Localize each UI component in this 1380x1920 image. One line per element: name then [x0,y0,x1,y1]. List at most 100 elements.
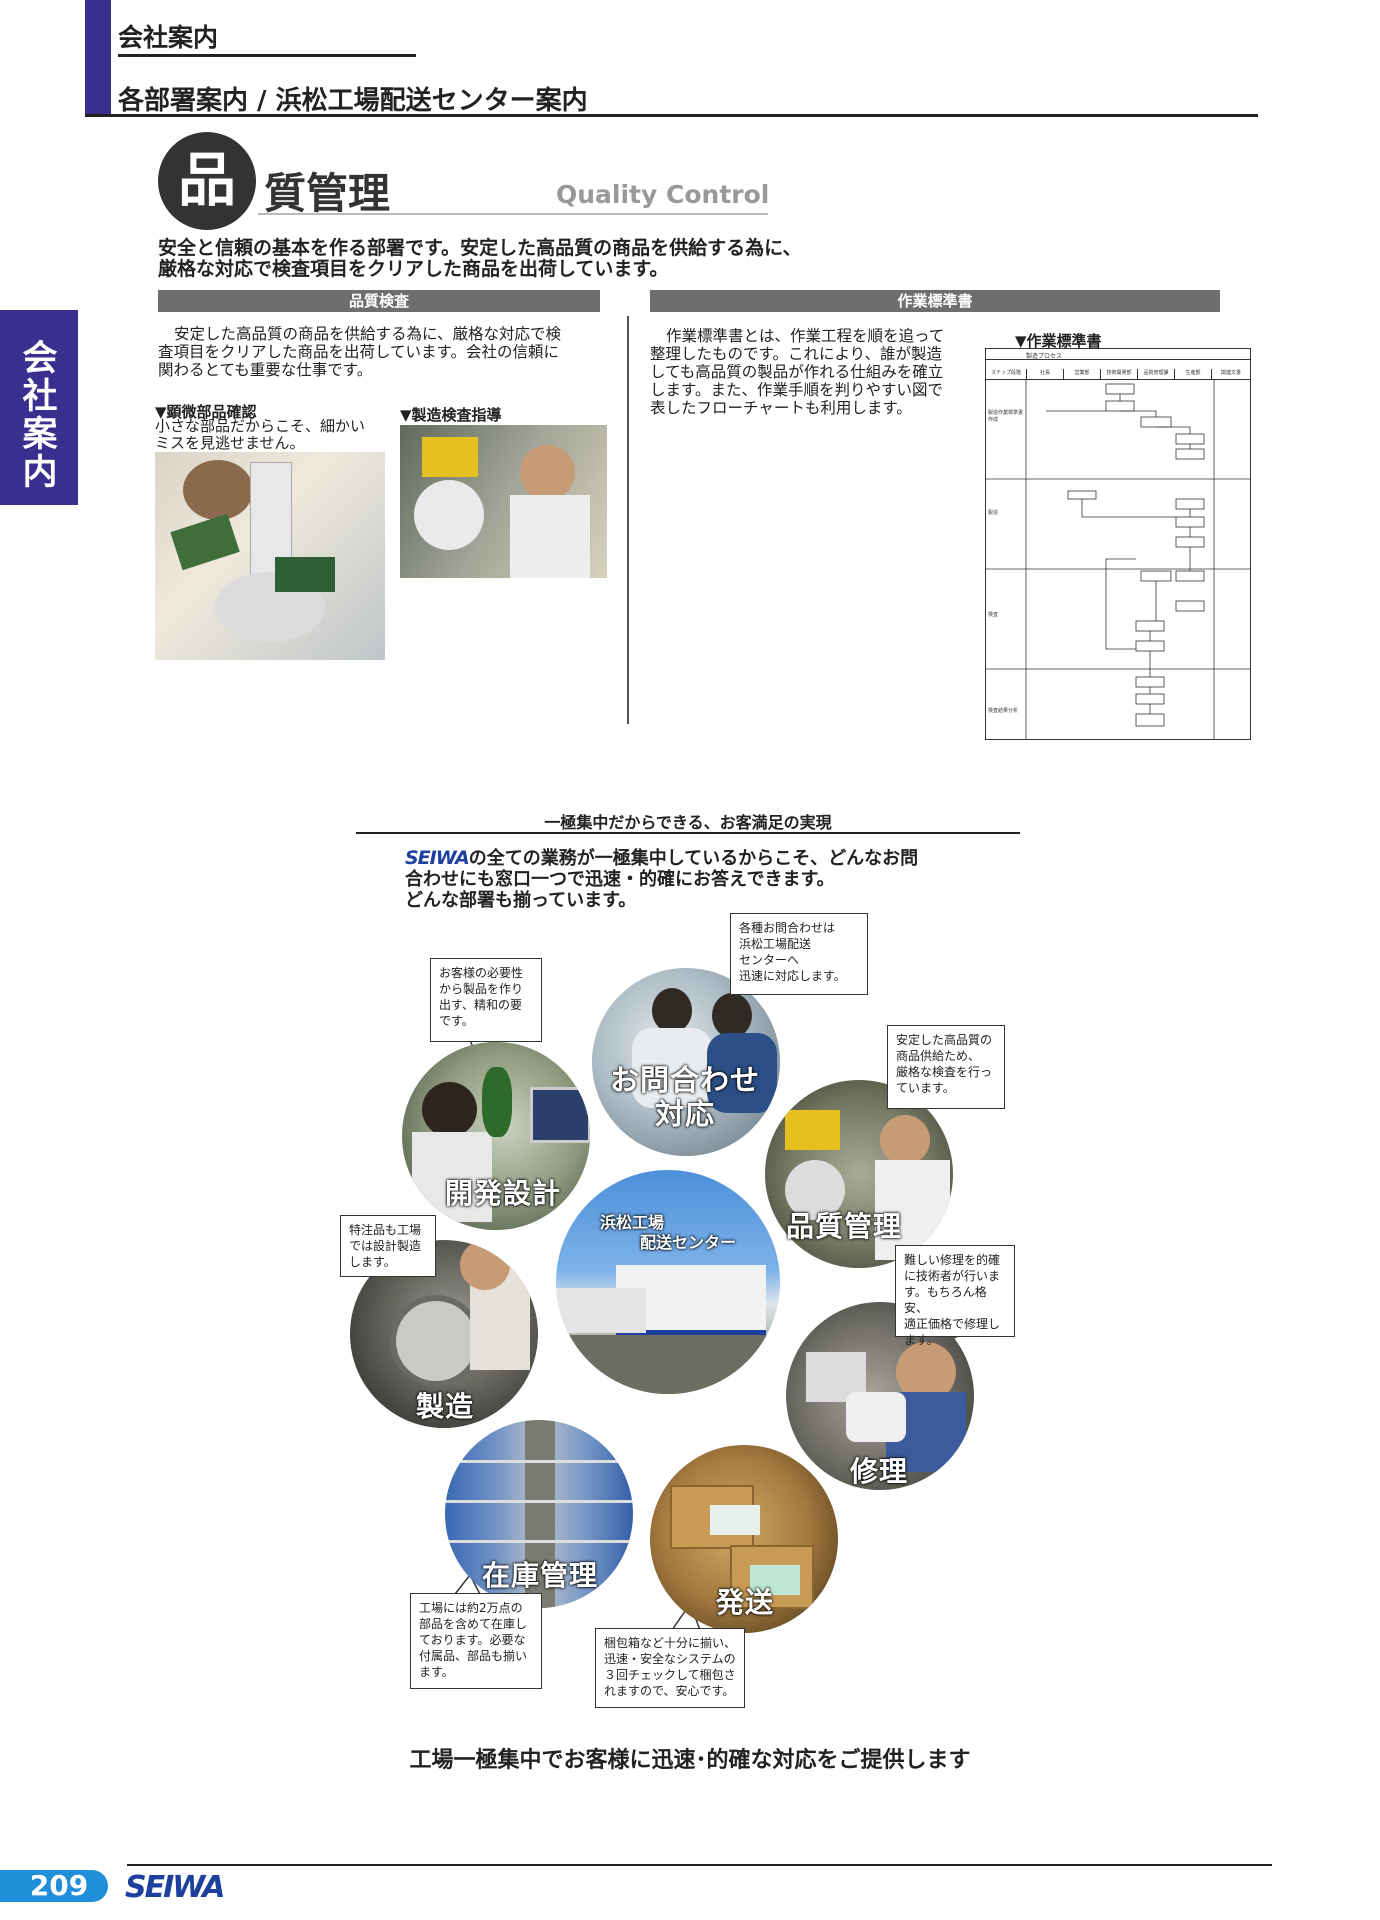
title-glyph: 品 [177,146,236,214]
work-standard-text: 作業標準書とは、作業工程を順を追って 整理したものです。これにより、誰が製造 し… [650,328,980,418]
callout-repair: 難しい修理を的確 に技術者が行いま す。もちろん格安、 適正価格で修理し ます。 [895,1245,1015,1347]
flowchart-row-label: 検査結果分析 [988,708,1019,714]
circle-manufacturing-label: 製造 [416,1390,475,1423]
inspection-text: 安定した高品質の商品を供給する為に、厳格な対応で検 査項目をクリアした商品を出荷… [158,326,600,380]
callout-line: します。 [349,1255,396,1269]
title-underline [258,213,768,215]
callout-line: 厳格な検査を行っ [896,1065,993,1079]
circle-quality-label: 品質管理 [786,1210,903,1243]
callout-line: 梱包箱など十分に揃い、 [604,1636,737,1650]
circle-inventory-label: 在庫管理 [482,1559,599,1592]
callout-line: 迅速に対応します。 [739,969,846,983]
circle-dev-label: 開発設計 [445,1177,562,1210]
callout-line: 各種お問合わせは [739,921,836,935]
callout-line: 付属品、部品も揃い [419,1649,528,1663]
callout-dev: お客様の必要性 から製品を作り 出す、精和の要 です。 [430,958,542,1042]
callout-line: お客様の必要性 [439,966,524,980]
center-hq-label: 浜松工場 配送センター [600,1213,736,1253]
oneplace-text: SEIWAの全ての業務が一極集中しているからこそ、どんなお問 合わせにも窓口一つ… [405,848,918,911]
inspection-text-line: 査項目をクリアした商品を出荷しています。会社の信頼に [158,344,559,361]
flowchart-col: 関連文書 [1220,370,1241,376]
circle-dev [402,1042,590,1230]
center-hq-label-line: 配送センター [640,1233,737,1252]
circle-inquiry-label: お問合わせ 対応 [610,1063,760,1131]
work-standard-text-line: 作業標準書とは、作業工程を順を追って [666,328,945,345]
circle-center-hq [556,1170,780,1394]
photo1-desc-line: 小さな部品だからこそ、細かい [155,417,366,435]
callout-line: ております。必要な [419,1633,526,1647]
header-rule [85,114,1258,117]
callout-line: れますので、安心です。 [604,1684,735,1698]
callout-line: センターへ [739,953,800,967]
callout-line: 安定した高品質の [896,1033,993,1047]
flowchart-col: 技術開発部 [1101,369,1138,379]
callout-line: ます。 [419,1665,454,1679]
flowchart-col: 品質管理課 [1138,369,1175,379]
flowchart-col: ステップ段階 [986,369,1027,379]
circle-quality [765,1080,953,1268]
work-standard-text-line: 整理したものです。これにより、誰が製造 [650,346,943,363]
photo1-desc-line: ミスを見逃せません。 [155,434,305,452]
oneplace-text-line: どんな部署も揃っています。 [405,890,637,910]
callout-line: ています。 [896,1081,955,1095]
title-rest: 質管理 [264,169,391,218]
photo2-caption: ▼製造検査指導 [400,406,502,424]
callout-line: ３回チェックして梱包さ [604,1668,736,1682]
callout-line: では設計製造 [349,1239,422,1253]
side-tab-label: 会社案内 [22,339,58,493]
flowchart-col: 営業部 [1064,369,1101,379]
footer-brand-logo: SEIWA [125,1870,226,1905]
flowchart-col: 社長 [1027,369,1064,379]
oneplace-tagline: 工場一極集中でお客様に迅速･的確な対応をご提供します [409,1748,971,1773]
flowchart-lines [986,379,1250,739]
callout-line: 部品を含めて在庫し [419,1617,528,1631]
callout-inquiry: 各種お問合わせは 浜松工場配送 センターへ 迅速に対応します。 [730,913,868,995]
section-underline [118,54,416,57]
inspection-text-line: 関わるとても重要な仕事です。 [158,362,373,379]
circle-inquiry-label-line: 対応 [654,1097,715,1131]
callout-line: ます。 [904,1333,939,1347]
work-standard-text-line: 表したフローチャートも利用します。 [650,400,912,417]
callout-line: から製品を作り [439,982,524,996]
callout-line: す。もちろん格安、 [904,1285,987,1315]
work-standard-text-line: します。また、作業手順を判りやすい図で [650,382,943,399]
page-number: 209 [29,1869,89,1902]
flowchart-header: 製造プロセス [1026,353,1063,360]
title-english: Quality Control [556,180,770,209]
callout-line: 特注品も工場 [349,1223,422,1237]
photo1-caption: ▼顕微部品確認 [155,403,257,421]
callout-line: 適正価格で修理し [904,1317,1001,1331]
work-standard-text-line: しても高品質の製品が作れる仕組みを確立 [650,364,944,381]
callout-manufacturing: 特注品も工場 では設計製造 します。 [340,1215,436,1277]
side-tab [0,310,78,505]
oneplace-heading-rule [356,832,1020,834]
circle-shipping [650,1445,838,1633]
circle-inventory [445,1420,633,1608]
flowchart-row-label: 製造作業標準書 作成 [988,410,1024,423]
center-hq-label-line: 浜松工場 [600,1213,665,1232]
quality-intro-line: 安全と信頼の基本を作る部署です。安定した高品質の商品を供給する為に、 [158,238,802,259]
callout-line: 迅速・安全なシステムの [604,1652,736,1666]
callout-line: に技術者が行いま [904,1269,1001,1283]
quality-intro-line: 厳格な対応で検査項目をクリアした商品を出荷しています。 [158,259,669,280]
photo1-desc: 小さな部品だからこそ、細かい ミスを見逃せません。 [155,418,365,452]
section-bar-inspection: 品質検査 [158,290,600,312]
flowchart-row-label: 検査 [988,612,999,618]
circle-inquiry-label-line: お問合わせ [610,1063,761,1097]
callout-shipping: 梱包箱など十分に揃い、 迅速・安全なシステムの ３回チェックして梱包さ れますの… [595,1628,745,1708]
flowchart-row-label: 製造 [988,510,999,516]
oneplace-heading: 一極集中だからできる、お客満足の実現 [544,813,832,832]
circle-shipping-label: 発送 [716,1586,775,1619]
page-title: 各部署案内 / 浜松工場配送センター案内 [118,86,588,116]
section-bar-work-standard: 作業標準書 [650,290,1220,312]
flowchart-col: 生産部 [1175,369,1212,379]
callout-line: 浜松工場配送 [739,937,812,951]
page-number-badge [0,1870,108,1902]
inspection-text-line: 安定した高品質の商品を供給する為に、厳格な対応で検 [174,326,562,343]
column-divider [627,316,629,724]
quality-intro: 安全と信頼の基本を作る部署です。安定した高品質の商品を供給する為に、 厳格な対応… [158,238,802,280]
section-label: 会社案内 [118,23,219,52]
work-standard-flowchart: 製造プロセス ステップ段階 社長 営業部 技術開発部 品質管理課 生産部 関連文… [985,348,1251,740]
oneplace-text-line: の全ての業務が一極集中しているからこそ、どんなお問 [468,848,919,868]
callout-inventory: 工場には約2万点の 部品を含めて在庫し ております。必要な 付属品、部品も揃い … [410,1593,542,1689]
